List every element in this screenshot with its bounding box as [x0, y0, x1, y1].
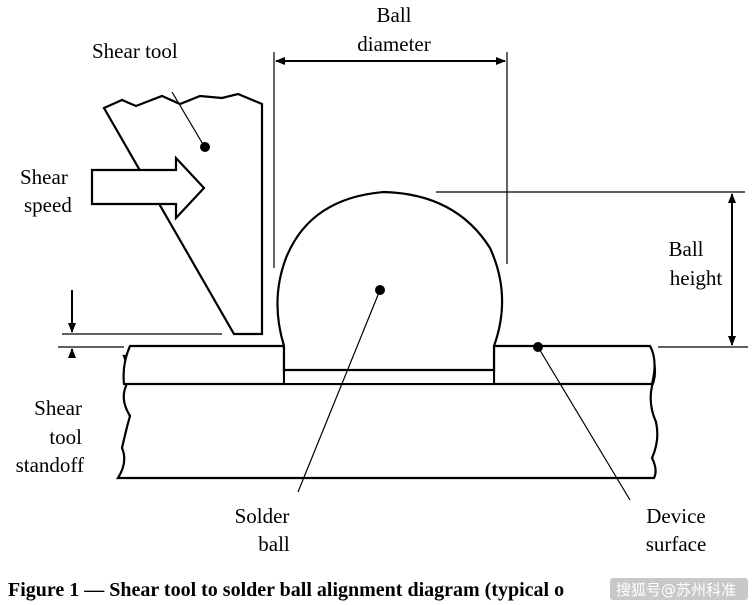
ball-pad: [283, 369, 495, 385]
solder-ball-label-line2: ball: [258, 532, 290, 556]
device-surface-layer: [122, 344, 656, 386]
ball-height-label-line1: Ball: [669, 237, 704, 261]
standoff-label-line1: Shear: [34, 396, 82, 420]
device-surface-leader: [537, 346, 631, 501]
shear-tool: [102, 92, 264, 336]
standoff-label-line3: standoff: [16, 453, 84, 477]
device-surface-label-line1: Device: [646, 504, 705, 528]
shear-tool-dot: [200, 142, 210, 152]
shear-speed-label-line2: speed: [24, 193, 72, 217]
solder-ball-leader: [297, 289, 381, 493]
watermark: 搜狐号@苏州科准: [616, 581, 736, 599]
figure-caption: Figure 1 — Shear tool to solder ball ali…: [8, 579, 564, 601]
shear-speed-arrow: [90, 155, 206, 221]
ball-diameter-label-line2: diameter: [357, 32, 430, 56]
standoff-label-line2: tool: [49, 425, 82, 449]
device-surface-label-line2: surface: [646, 532, 707, 556]
shear-speed-label-line1: Shear: [20, 165, 68, 189]
solder-ball-dot: [375, 285, 385, 295]
ball-diameter-label-line1: Ball: [377, 3, 412, 27]
device-surface-dot: [533, 342, 543, 352]
shear-tool-label: Shear tool: [92, 39, 178, 63]
ball-height-label-line2: height: [670, 266, 723, 290]
watermark-backdrop: [610, 578, 748, 600]
substrate: [116, 354, 659, 480]
shear-tool-leader: [171, 91, 205, 147]
solder-ball: [276, 190, 504, 372]
solder-ball-label-line1: Solder: [235, 504, 290, 528]
